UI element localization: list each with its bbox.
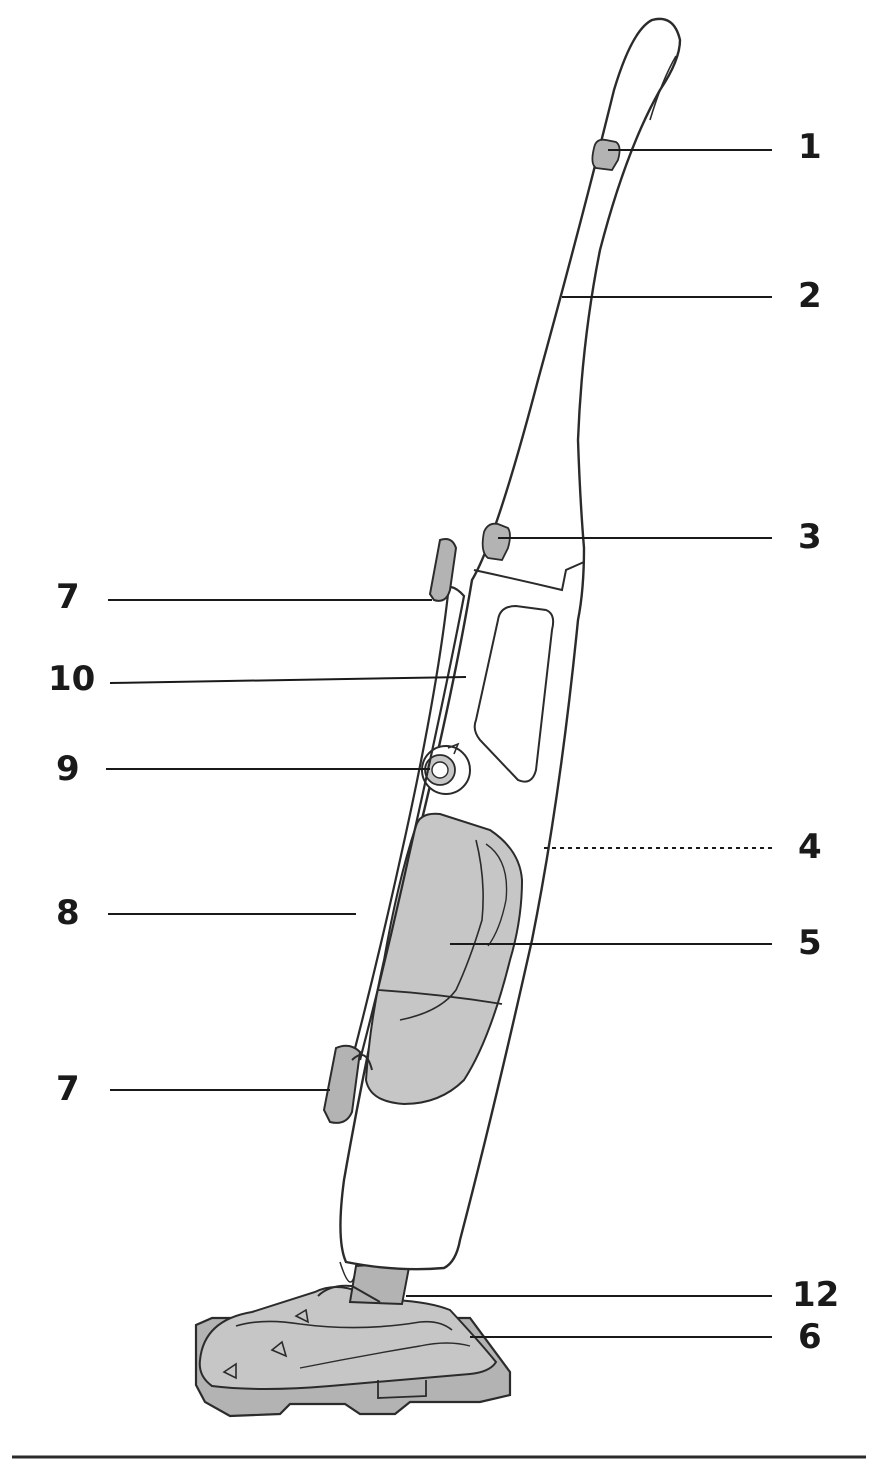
handle-inner-edge (649, 55, 677, 121)
callout-9: 9 (56, 749, 80, 789)
floor-head-ridge-lower (299, 1342, 471, 1369)
leader-lines (106, 149, 772, 1338)
floor-head-ridge (235, 1320, 453, 1331)
callout-7-upper: 7 (56, 577, 80, 617)
floor-head-cover (198, 1286, 498, 1390)
callout-2: 2 (798, 276, 822, 316)
callout-5: 5 (798, 923, 822, 963)
leader-line-10 (109, 676, 467, 684)
upper-button-icon (591, 138, 621, 171)
callout-3: 3 (798, 517, 822, 557)
callout-10: 10 (48, 659, 96, 699)
arrow-up-icon (294, 1308, 310, 1324)
steam-dial (421, 742, 471, 795)
arrow-up-icon (270, 1340, 288, 1358)
cord-hook-lower (322, 1044, 362, 1124)
floor-head (194, 1286, 512, 1418)
power-cord (350, 585, 466, 1061)
callout-1: 1 (798, 127, 822, 167)
body-collar (473, 561, 585, 592)
callout-8: 8 (56, 893, 80, 933)
body-window (473, 604, 555, 783)
callout-4: 4 (798, 827, 822, 867)
floor-head-clip (377, 1380, 427, 1399)
arrow-left-icon (222, 1362, 237, 1380)
body-lower-seam (339, 1261, 357, 1283)
callout-12: 12 (792, 1275, 840, 1315)
cord-hook-upper (428, 538, 458, 602)
callout-6: 6 (798, 1317, 822, 1357)
callout-7-lower: 7 (56, 1069, 80, 1109)
